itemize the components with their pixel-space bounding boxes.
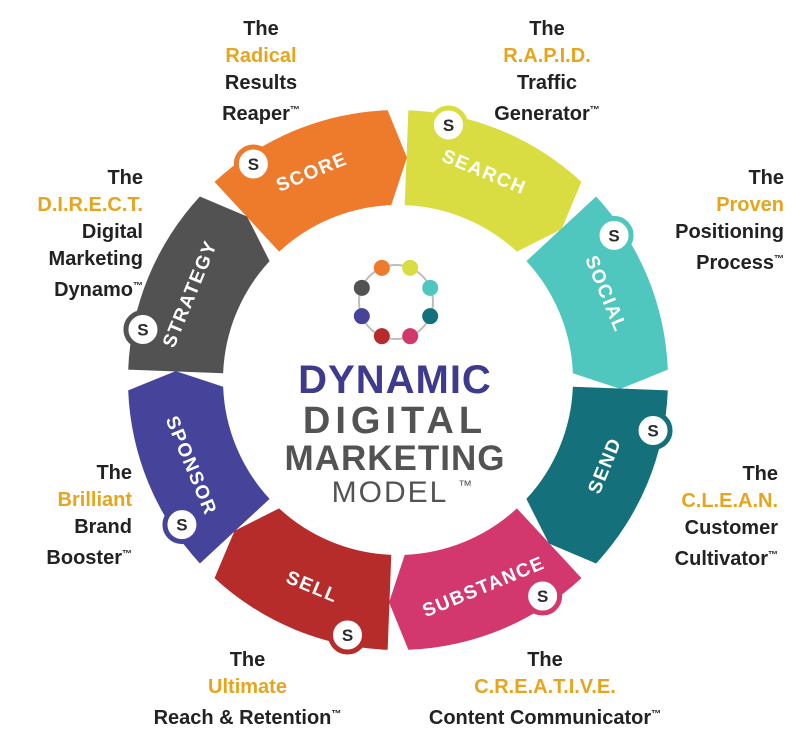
segment-badge-search: S — [429, 105, 468, 145]
annotation-name: C.L.E.A.N. — [681, 490, 778, 512]
logo-dot-substance — [402, 328, 419, 345]
annotation-name: R.A.P.I.D. — [503, 45, 591, 67]
badge-letter: S — [342, 626, 353, 645]
annotation-line: Generator — [494, 103, 590, 125]
model-ring: SEARCHSSOCIALSSENDSSUBSTANCESSELLSSPONSO… — [123, 105, 673, 655]
segment-score — [214, 110, 407, 252]
annotation-line: Dynamo — [54, 279, 133, 301]
logo-mini-circle — [353, 259, 439, 345]
annotation-social: The Proven Positioning Process™ — [675, 165, 784, 277]
segment-badge-sell: S — [328, 615, 367, 655]
badge-letter: S — [647, 422, 658, 441]
logo-dot-social — [422, 279, 439, 296]
logo-dot-send — [422, 308, 439, 325]
annotation-the: The — [96, 462, 132, 484]
annotation-sponsor: The Brilliant Brand Booster™ — [46, 460, 132, 572]
badge-letter: S — [248, 155, 259, 174]
segment-badge-strategy: S — [123, 310, 163, 349]
annotation-name: Brilliant — [57, 489, 132, 511]
annotation-send: The C.L.E.A.N. Customer Cultivator™ — [675, 461, 778, 573]
trademark: ™ — [331, 709, 342, 720]
annotation-score: The Radical Results Reaper™ — [186, 16, 336, 128]
segment-badge-sponsor: S — [162, 505, 202, 545]
trademark: ™ — [589, 105, 600, 116]
annotation-line: Results — [224, 72, 298, 94]
annotation-line: Cultivator — [674, 548, 768, 570]
annotation-line: Marketing — [48, 248, 143, 270]
annotation-strategy: The D.I.R.E.C.T. Digital Marketing Dynam… — [37, 165, 143, 304]
logo-dot-sponsor — [353, 308, 370, 325]
badge-letter: S — [537, 587, 548, 606]
annotation-line: Digital — [81, 221, 143, 243]
title-line-dynamic: DYNAMIC — [298, 358, 492, 402]
annotation-the: The — [748, 167, 784, 189]
badge-circle — [633, 411, 673, 450]
badge-letter: S — [608, 226, 619, 245]
logo-dot-search — [402, 259, 419, 276]
annotation-line: Positioning — [675, 221, 784, 243]
annotation-line: Process — [696, 252, 774, 274]
segment-sell — [214, 508, 392, 650]
annotation-line: Content Communicator — [428, 707, 652, 729]
logo-dot-sell — [373, 328, 390, 345]
annotation-sell: The Ultimate Reach & Retention™ — [120, 647, 375, 732]
annotation-the: The — [527, 649, 563, 671]
segment-substance — [389, 508, 582, 650]
segment-badge-score: S — [233, 144, 273, 184]
title-trademark: ™ — [458, 477, 472, 493]
annotation-line: Brand — [74, 516, 132, 538]
segment-strategy — [128, 196, 270, 374]
annotation-name: Radical — [225, 45, 297, 67]
badge-letter: S — [137, 321, 148, 340]
badge-circle — [328, 615, 367, 655]
segment-badge-social: S — [594, 215, 634, 255]
trademark: ™ — [133, 281, 143, 292]
annotation-line: Traffic — [516, 72, 578, 94]
title-line-digital: DIGITAL — [303, 400, 487, 442]
badge-letter: S — [443, 116, 454, 135]
badge-circle — [594, 215, 634, 255]
trademark: ™ — [768, 550, 778, 561]
logo-dot-score — [373, 259, 390, 276]
badge-circle — [523, 576, 563, 616]
badge-circle — [233, 144, 273, 184]
badge-letter: S — [176, 516, 187, 535]
annotation-line: Customer — [684, 517, 778, 539]
segment-search — [404, 110, 582, 252]
annotation-name: Proven — [716, 194, 784, 216]
annotation-line: Reaper — [222, 103, 290, 125]
annotation-line: Booster — [46, 547, 122, 569]
segment-sponsor — [128, 371, 270, 564]
segment-badge-send: S — [633, 411, 673, 450]
annotation-the: The — [529, 18, 565, 40]
model-title: DYNAMIC DIGITAL MARKETING MODEL ™ — [285, 358, 506, 509]
badge-circle — [162, 505, 202, 545]
title-line-model: MODEL — [332, 476, 449, 509]
annotation-the: The — [742, 463, 778, 485]
segment-send — [526, 386, 668, 564]
title-line-marketing: MARKETING — [285, 439, 506, 478]
annotation-line: Reach & Retention — [153, 707, 332, 729]
trademark: ™ — [651, 709, 662, 720]
annotation-the: The — [243, 18, 279, 40]
annotation-the: The — [229, 649, 266, 671]
logo-ring-outline — [358, 264, 434, 340]
trademark: ™ — [774, 254, 784, 265]
trademark: ™ — [122, 549, 132, 560]
annotation-name: D.I.R.E.C.T. — [37, 194, 143, 216]
annotation-substance: The C.R.E.A.T.I.V.E. Content Communicato… — [395, 647, 695, 732]
annotation-the: The — [107, 167, 143, 189]
badge-circle — [123, 310, 163, 349]
logo-dot-strategy — [353, 279, 370, 296]
trademark: ™ — [289, 105, 300, 116]
annotation-name: C.R.E.A.T.I.V.E. — [474, 676, 616, 698]
segment-badge-substance: S — [523, 576, 563, 616]
badge-circle — [429, 105, 468, 145]
segment-social — [526, 196, 668, 389]
annotation-search: The R.A.P.I.D. Traffic Generator™ — [462, 16, 632, 128]
annotation-name: Ultimate — [208, 676, 287, 698]
